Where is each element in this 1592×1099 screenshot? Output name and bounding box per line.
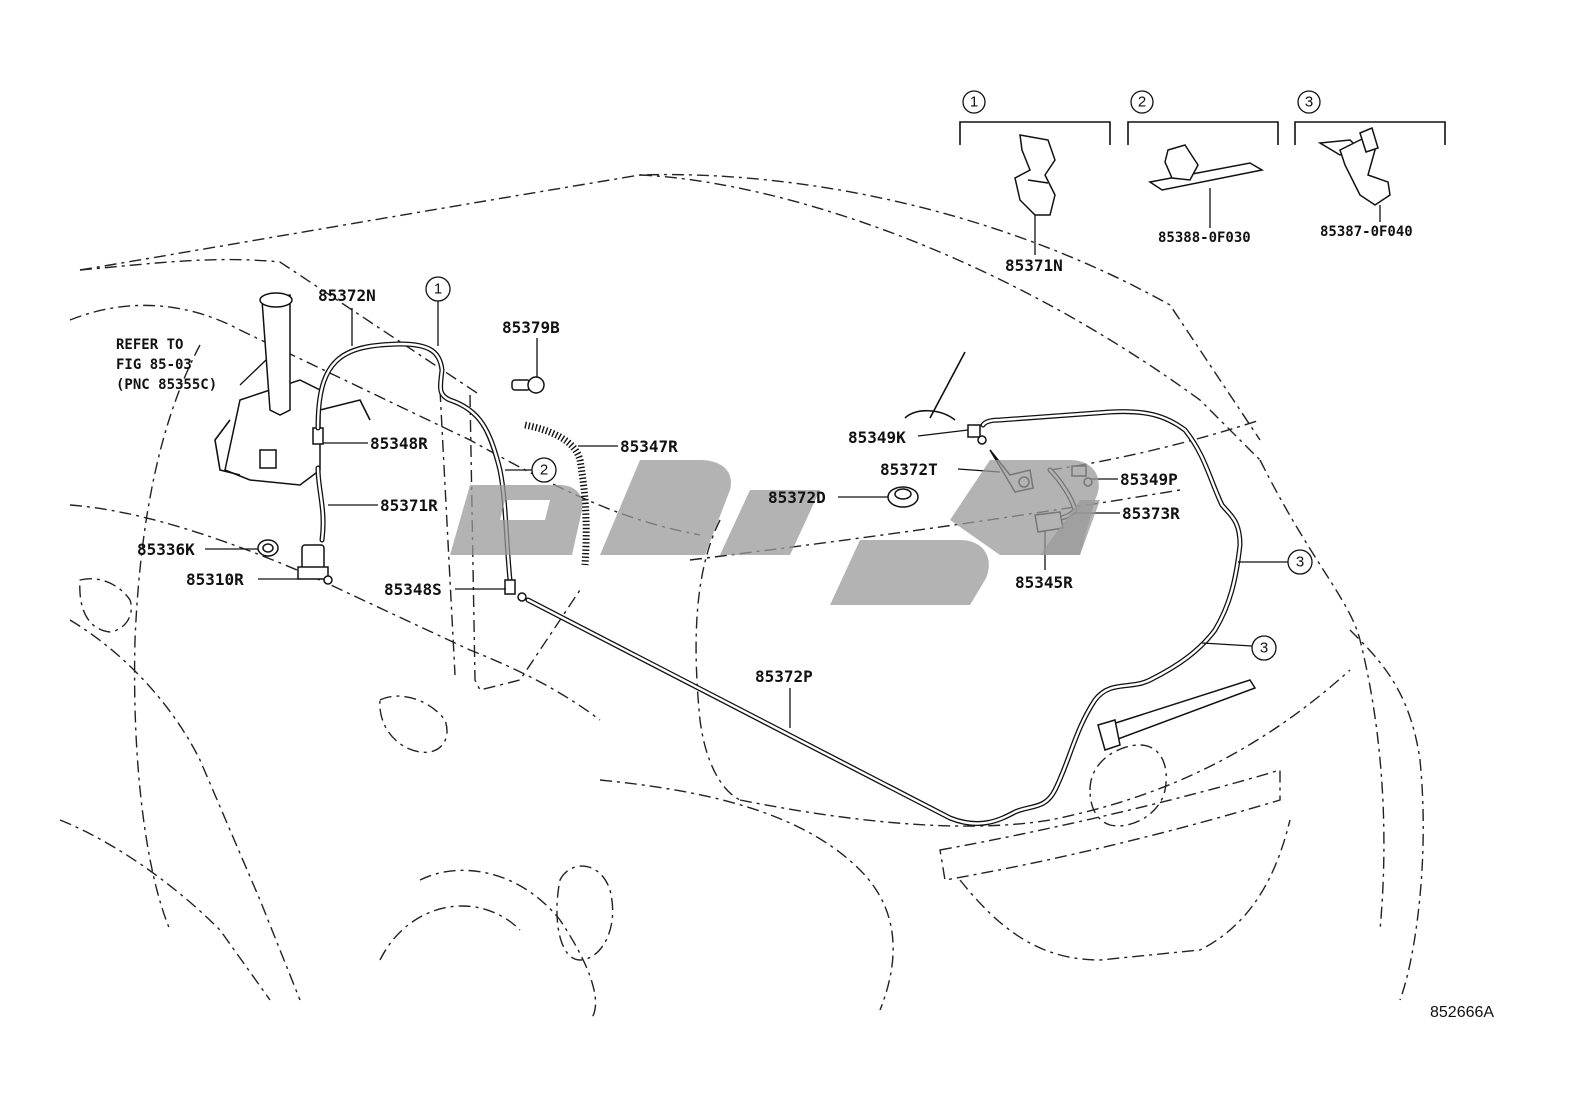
svg-text:1: 1 — [970, 94, 978, 111]
label-85348s: 85348S — [384, 580, 442, 599]
legend-clip-3-drawing — [1317, 126, 1391, 206]
refer-note-line-3: (PNC 85355C) — [116, 377, 217, 393]
callout-2-legend: 2 — [1130, 90, 1154, 114]
callout-2-marker: 2 — [531, 457, 557, 483]
callout-3-legend: 3 — [1297, 90, 1321, 114]
clip-85379b — [511, 376, 545, 394]
figure-code: 852666A — [1430, 1004, 1494, 1021]
refer-note: REFER TO FIG 85-03 (PNC 85355C) — [116, 337, 217, 393]
svg-text:3: 3 — [1305, 94, 1313, 111]
label-85348r: 85348R — [370, 434, 428, 453]
label-85379b: 85379B — [502, 318, 560, 337]
callout-1-marker: 1 — [425, 276, 451, 302]
callout-3-marker-upper: 3 — [1287, 549, 1313, 575]
joint-85349k — [967, 424, 987, 445]
refer-note-line-1: REFER TO — [116, 337, 183, 353]
grommet-85372d — [887, 486, 919, 508]
legend-part-85388-0f030: 85388-0F030 — [1158, 230, 1251, 246]
legend-part-85371n: 85371N — [1005, 256, 1063, 275]
legend-clip-1-drawing — [1014, 134, 1056, 216]
protector-85347r — [524, 421, 590, 566]
label-85345r: 85345R — [1015, 573, 1073, 592]
label-85372n: 85372N — [318, 286, 376, 305]
svg-text:2: 2 — [1138, 94, 1146, 111]
label-85347r: 85347R — [620, 437, 678, 456]
legend-part-85387-0f040: 85387-0F040 — [1320, 224, 1413, 240]
joint-85348s — [504, 579, 527, 602]
legend-clip-2-drawing — [1148, 144, 1265, 191]
svg-text:3: 3 — [1296, 554, 1304, 571]
label-85336k: 85336K — [137, 540, 195, 559]
label-85372d: 85372D — [768, 488, 826, 507]
svg-text:1: 1 — [434, 281, 442, 298]
callout-1-legend: 1 — [962, 90, 986, 114]
svg-text:2: 2 — [540, 462, 548, 479]
label-85371r: 85371R — [380, 496, 438, 515]
washer-motor — [297, 544, 333, 585]
watermark-logo — [450, 460, 1100, 605]
refer-note-line-2: FIG 85-03 — [116, 357, 192, 373]
clip-legend — [959, 121, 1446, 255]
label-85349p: 85349P — [1120, 470, 1178, 489]
callout-3-marker-lower: 3 — [1251, 635, 1277, 661]
antenna-mast — [904, 351, 966, 421]
svg-text:3: 3 — [1260, 640, 1268, 657]
label-85310r: 85310R — [186, 570, 244, 589]
label-85372t: 85372T — [880, 460, 938, 479]
grommet-85336k — [257, 539, 279, 557]
label-85349k: 85349K — [848, 428, 906, 447]
label-85372p: 85372P — [755, 667, 813, 686]
hose-85372p — [525, 409, 1243, 827]
label-85373r: 85373R — [1122, 504, 1180, 523]
leader-lines — [205, 301, 1288, 728]
hose-85371r — [315, 465, 326, 543]
rear-wiper-arm — [1097, 679, 1257, 751]
washer-tank — [214, 292, 371, 486]
